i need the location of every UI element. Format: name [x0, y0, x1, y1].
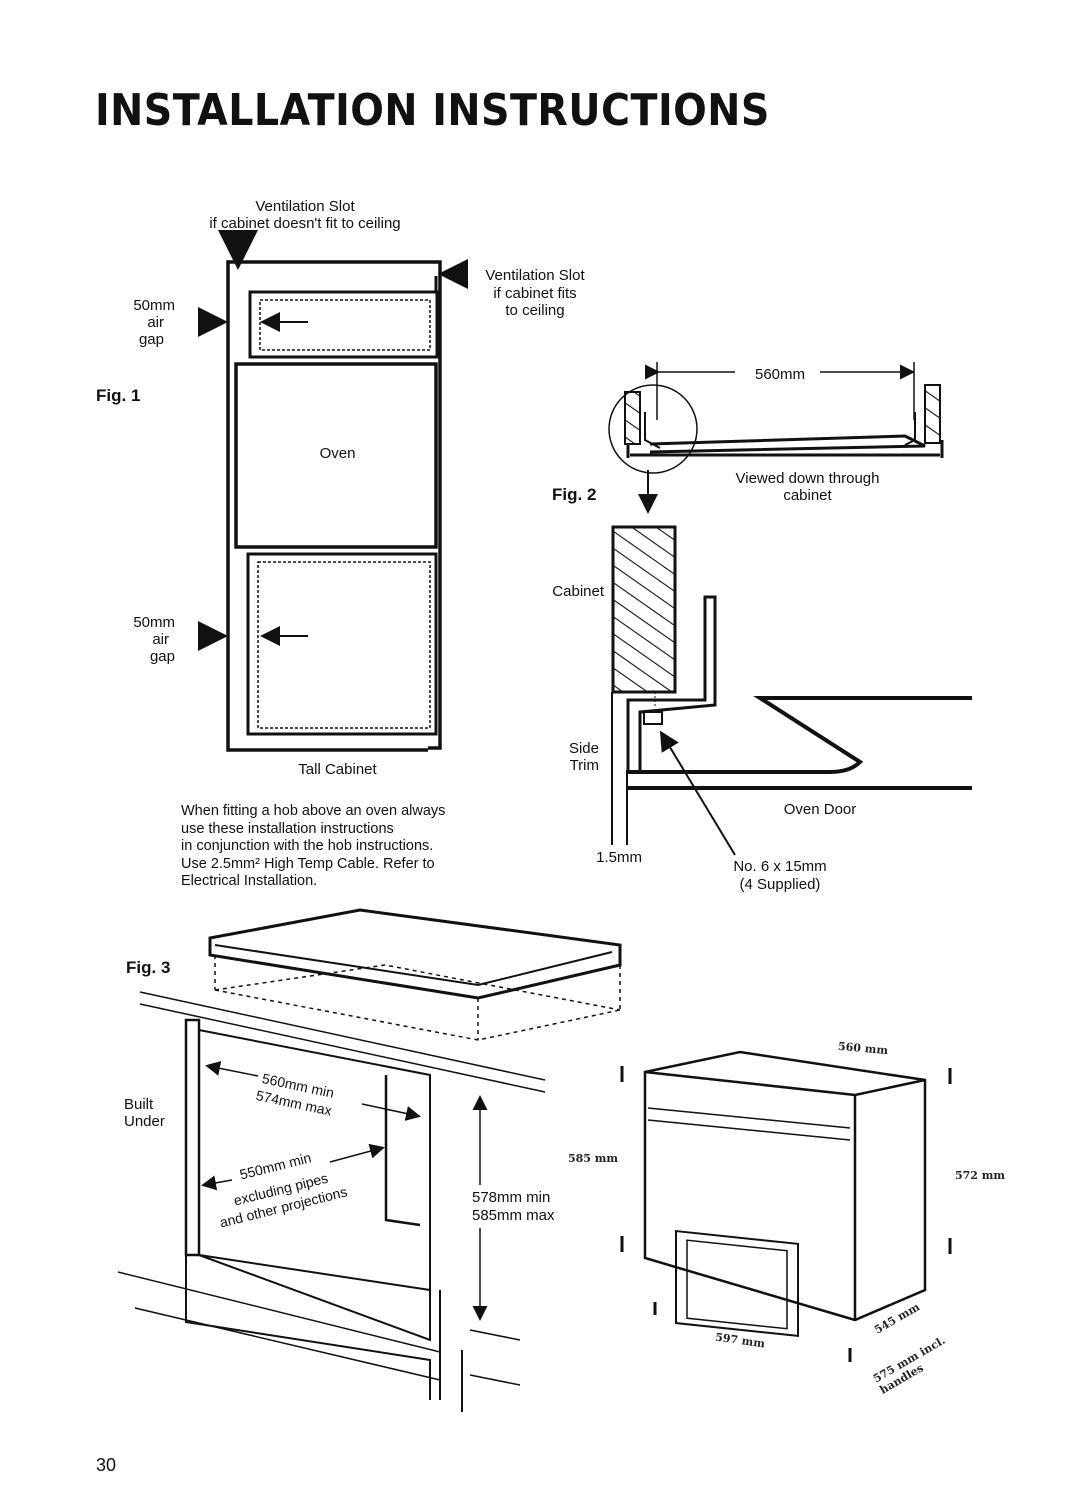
- fig1-gap-top-2: air: [147, 314, 164, 331]
- fig2-trim-label: Trim: [569, 757, 599, 774]
- fig1-gap-top-1: 50mm: [133, 297, 175, 314]
- note-line: Use 2.5mm² High Temp Cable. Refer to: [181, 855, 435, 872]
- fig1-vent-side-label: Ventilation Slot: [485, 267, 585, 284]
- fig1-gap-bottom-2: air: [152, 631, 169, 648]
- fig2-view-label: Viewed down through: [735, 470, 880, 487]
- fig2-label: Fig. 2: [552, 485, 597, 504]
- note-line: in conjunction with the hob instructions…: [181, 838, 434, 854]
- fig1-gap-bottom-1: 50mm: [133, 614, 175, 631]
- fig1-vent-side-sub1: if cabinet fits: [493, 285, 577, 302]
- fig1-gap-top-3: gap: [138, 331, 164, 348]
- fig3-height-min: 578mm min: [472, 1189, 551, 1206]
- fig3-under-label: Under: [124, 1113, 165, 1130]
- note-line: When fitting a hob above an oven always: [181, 803, 446, 819]
- fig3-label: Fig. 3: [126, 958, 171, 977]
- fig2-cabinet-label: Cabinet: [552, 583, 604, 600]
- fig2-oven-door-label: Oven Door: [783, 801, 857, 818]
- note-line: Electrical Installation.: [181, 873, 318, 889]
- fig1-vent-side-sub2: to ceiling: [505, 302, 565, 319]
- fig1-oven-label: Oven: [319, 445, 356, 462]
- fig1-vent-top-label: Ventilation Slot: [255, 198, 355, 215]
- fig3-height-max: 585mm max: [472, 1207, 555, 1224]
- fig2-screw-sub: (4 Supplied): [739, 876, 821, 893]
- fig1-vent-top-sub: if cabinet doesn't fit to ceiling: [209, 215, 401, 232]
- oven-dim-left: 585 mm: [568, 1152, 619, 1165]
- fig2-screw-label: No. 6 x 15mm: [733, 858, 827, 875]
- fig3-built-under-drawing: [117, 908, 622, 1412]
- oven-dimension-drawing: [620, 1050, 952, 1362]
- fig2-side-label: Side: [568, 740, 599, 757]
- fig1-gap-bottom-3: gap: [149, 648, 175, 665]
- fig1-cabinet-label: Tall Cabinet: [298, 761, 377, 778]
- oven-dim-right: 572 mm: [955, 1169, 1006, 1182]
- fig3-built-label: Built: [124, 1096, 154, 1113]
- fig1-tall-cabinet-drawing: [198, 230, 468, 752]
- fig1-label: Fig. 1: [96, 386, 141, 405]
- fig2-gap-label: 1.5mm: [596, 849, 642, 866]
- page-title: INSTALLATION INSTRUCTIONS: [95, 85, 770, 136]
- fig2-width-label: 560mm: [754, 366, 806, 383]
- page-number: 30: [96, 1455, 117, 1475]
- note-line: use these installation instructions: [181, 820, 394, 837]
- installation-note: When fitting a hob above an oven always …: [181, 803, 511, 891]
- fig2-side-trim-drawing: [608, 362, 972, 856]
- fig2-view-sub: cabinet: [783, 487, 832, 504]
